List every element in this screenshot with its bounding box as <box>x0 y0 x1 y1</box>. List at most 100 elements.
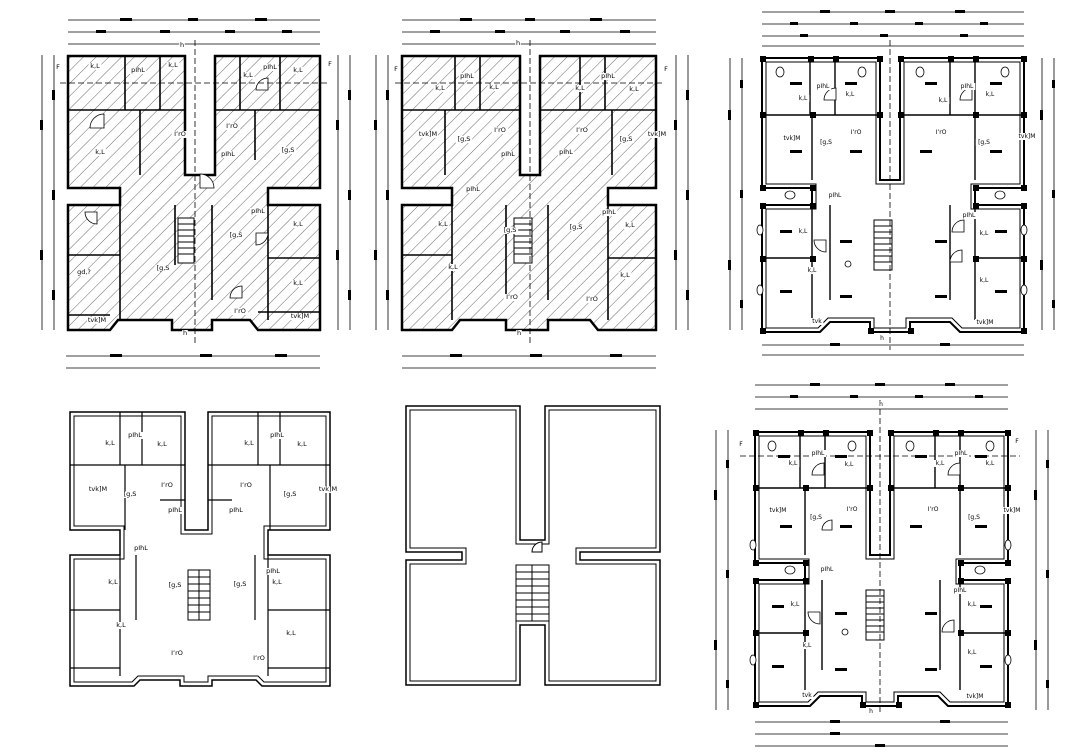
room-label-bg <box>446 264 460 271</box>
room-label-bg <box>418 131 438 138</box>
room-label-bg <box>458 73 476 80</box>
room-label-bg <box>250 655 268 662</box>
room-label: F <box>56 63 60 71</box>
room-label-bg <box>166 507 184 514</box>
room-label: k,L <box>620 271 630 279</box>
room-label: k,L <box>625 221 635 229</box>
room-label: h <box>180 41 184 49</box>
room-label-bg <box>242 440 256 447</box>
room-label-bg <box>227 232 245 239</box>
room-label: I’rO <box>174 130 186 138</box>
room-label-bg <box>284 630 298 637</box>
room-label: k,L <box>939 97 948 104</box>
room-label: [g,S <box>820 139 832 146</box>
room-label-bg <box>975 319 995 326</box>
room-label-bg <box>158 482 176 489</box>
fixtures <box>749 440 1012 666</box>
room-label: [g,S <box>504 226 517 234</box>
room-label: [g,S <box>234 580 247 588</box>
room-label-bg <box>807 514 825 521</box>
room-label-bg <box>960 212 978 219</box>
room-label-bg <box>583 296 601 303</box>
room-label-bg <box>491 127 509 134</box>
interior-walls <box>68 56 320 320</box>
room-label: I’rO <box>494 126 506 134</box>
room-label-bg <box>318 486 338 493</box>
room-label: tvk]M <box>1004 507 1021 514</box>
room-label-bg <box>842 461 856 468</box>
room-label-bg <box>977 230 991 237</box>
room-label: I’rO <box>240 481 252 489</box>
room-label: pIhL <box>128 431 142 439</box>
room-label-bg <box>290 313 310 320</box>
room-label-bg <box>810 318 824 325</box>
room-label-bg <box>843 91 857 98</box>
room-label-bg <box>618 272 632 279</box>
room-label: tvk]M <box>319 485 337 493</box>
axis-lines <box>395 40 665 345</box>
outer-wall <box>69 411 331 687</box>
room-label-bg <box>166 582 184 589</box>
room-label: k,L <box>293 279 303 287</box>
room-label-bg <box>933 460 947 467</box>
stair <box>515 541 550 622</box>
room-label-bg <box>219 151 237 158</box>
room-label-bg <box>270 579 284 586</box>
room-label: k,L <box>791 601 800 608</box>
room-label: tvk <box>802 692 812 699</box>
room-label-bg <box>975 139 993 146</box>
room-label-bg <box>295 441 309 448</box>
room-label-bg <box>182 330 188 337</box>
room-label: [g,S <box>282 146 295 154</box>
room-label-bg <box>516 330 522 337</box>
room-label-bg <box>279 147 297 154</box>
room-label: pIhL <box>251 207 265 215</box>
room-label: pIhL <box>221 150 235 158</box>
columns <box>753 430 1011 708</box>
room-label-bg <box>55 64 61 71</box>
room-label: k,L <box>808 267 817 274</box>
room-label: pIhL <box>263 63 277 71</box>
columns <box>760 56 1027 334</box>
room-label: k,L <box>243 71 253 79</box>
room-label-bg <box>114 622 128 629</box>
room-label-bg <box>952 450 970 457</box>
fixtures <box>756 66 1028 296</box>
room-label-bg <box>126 432 144 439</box>
room-label: pIhL <box>602 208 616 216</box>
room-label: k,L <box>438 220 448 228</box>
room-label-bg <box>106 579 120 586</box>
stair <box>513 217 533 264</box>
room-label: [g,S <box>230 231 243 239</box>
building-hatch <box>68 56 320 330</box>
stair <box>177 217 195 264</box>
room-label: F <box>1015 438 1019 445</box>
room-label: pIhL <box>963 212 976 219</box>
room-label: [g,S <box>284 490 297 498</box>
room-label-bg <box>132 545 150 552</box>
room-label: [g,S <box>620 135 633 143</box>
room-label: I’rO <box>847 506 858 513</box>
room-label: I’rO <box>936 129 947 136</box>
room-label-bg <box>782 135 802 142</box>
room-label: k,L <box>936 460 945 467</box>
room-label-bg <box>75 269 93 276</box>
room-label: pIhL <box>134 544 148 552</box>
room-label: tvk]M <box>88 316 106 324</box>
room-label: k,L <box>789 460 798 467</box>
room-label: [g,S <box>458 135 471 143</box>
room-label: k,L <box>95 148 105 156</box>
room-label-bg <box>93 149 107 156</box>
room-label-bg <box>924 506 942 513</box>
room-label: tvk]M <box>291 312 309 320</box>
room-label: k,L <box>799 228 808 235</box>
room-label-bg <box>515 40 521 47</box>
axis-lines <box>60 40 330 345</box>
room-label: k,L <box>286 629 296 637</box>
room-label: k,L <box>108 578 118 586</box>
room-label: F <box>394 65 398 73</box>
room-label-bg <box>878 401 884 408</box>
